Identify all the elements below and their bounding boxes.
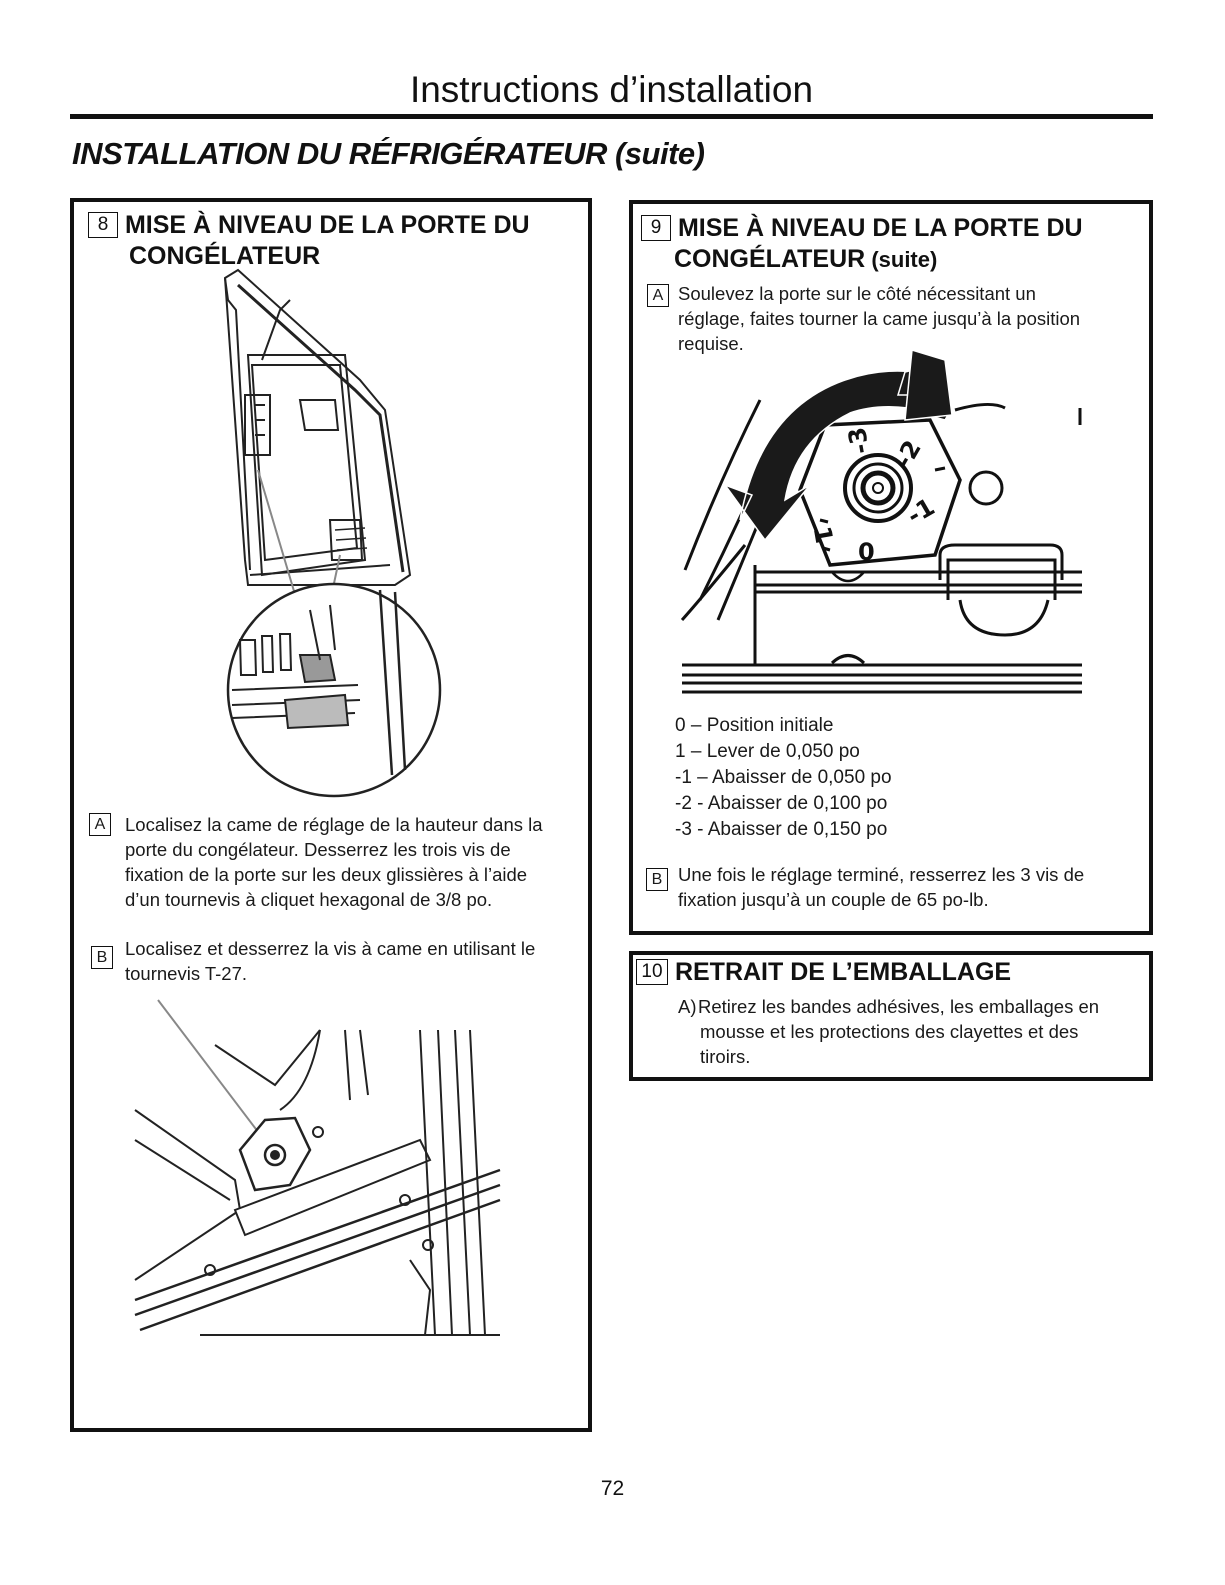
step-8-title-line2: CONGÉLATEUR	[129, 242, 321, 270]
page-header-title: Instructions d’installation	[409, 69, 814, 110]
section-title: INSTALLATION DU RÉFRIGÉRATEUR (suite)	[72, 136, 705, 172]
step-9-number: 9	[641, 215, 671, 241]
step-8-a-label: A	[89, 813, 111, 836]
page-header: Instructions d’installation	[70, 66, 1153, 119]
step-9-box	[629, 200, 1153, 935]
legend-item: -2 - Abaisser de 0,100 po	[675, 793, 888, 814]
step-8-heading: 8 MISE À NIVEAU DE LA PORTE DU CONGÉLATE…	[88, 210, 578, 272]
step-8-b-text: Localisez et desserrez la vis à came en …	[125, 938, 536, 984]
step-9-title-line2: CONGÉLATEUR	[674, 245, 866, 273]
step-9-b-label: B	[646, 868, 668, 891]
page-number: 72	[600, 1477, 625, 1500]
step-8-b-label: B	[91, 946, 113, 969]
legend-item: -1 – Abaisser de 0,050 po	[675, 767, 892, 788]
step-8-number: 8	[88, 212, 118, 238]
step-10-box	[629, 951, 1153, 1081]
step-8-box	[70, 198, 592, 1432]
legend-item: 0 – Position initiale	[675, 715, 834, 736]
step-10-heading: 10 RETRAIT DE L’EMBALLAGE	[636, 957, 1136, 988]
step-10-a-text: Retirez les bandes adhésives, les emball…	[698, 996, 1100, 1067]
section-title-suffix: (suite)	[606, 136, 705, 171]
step-10-a-label: A)	[678, 996, 697, 1017]
step-9-title-line1: MISE À NIVEAU DE LA PORTE DU	[677, 214, 1083, 242]
step-8-a-text: Localisez la came de réglage de la haute…	[125, 814, 543, 910]
step-9-a-text: Soulevez la porte sur le côté nécessitan…	[678, 283, 1081, 354]
section-title-main: INSTALLATION DU RÉFRIGÉRATEUR	[72, 136, 607, 171]
step-10-title: RETRAIT DE L’EMBALLAGE	[674, 958, 1012, 986]
step-9-title-suffix: (suite)	[865, 247, 938, 272]
step-8-title-line1: MISE À NIVEAU DE LA PORTE DU	[124, 211, 530, 239]
step-9-b-text: Une fois le réglage terminé, resserrez l…	[678, 864, 1085, 910]
step-10-number: 10	[636, 959, 668, 985]
legend-item: 1 – Lever de 0,050 po	[675, 741, 860, 762]
legend-item: -3 - Abaisser de 0,150 po	[675, 819, 888, 840]
step-9-heading: 9 MISE À NIVEAU DE LA PORTE DU CONGÉLATE…	[641, 213, 1141, 275]
step-9-a-label: A	[647, 284, 669, 307]
